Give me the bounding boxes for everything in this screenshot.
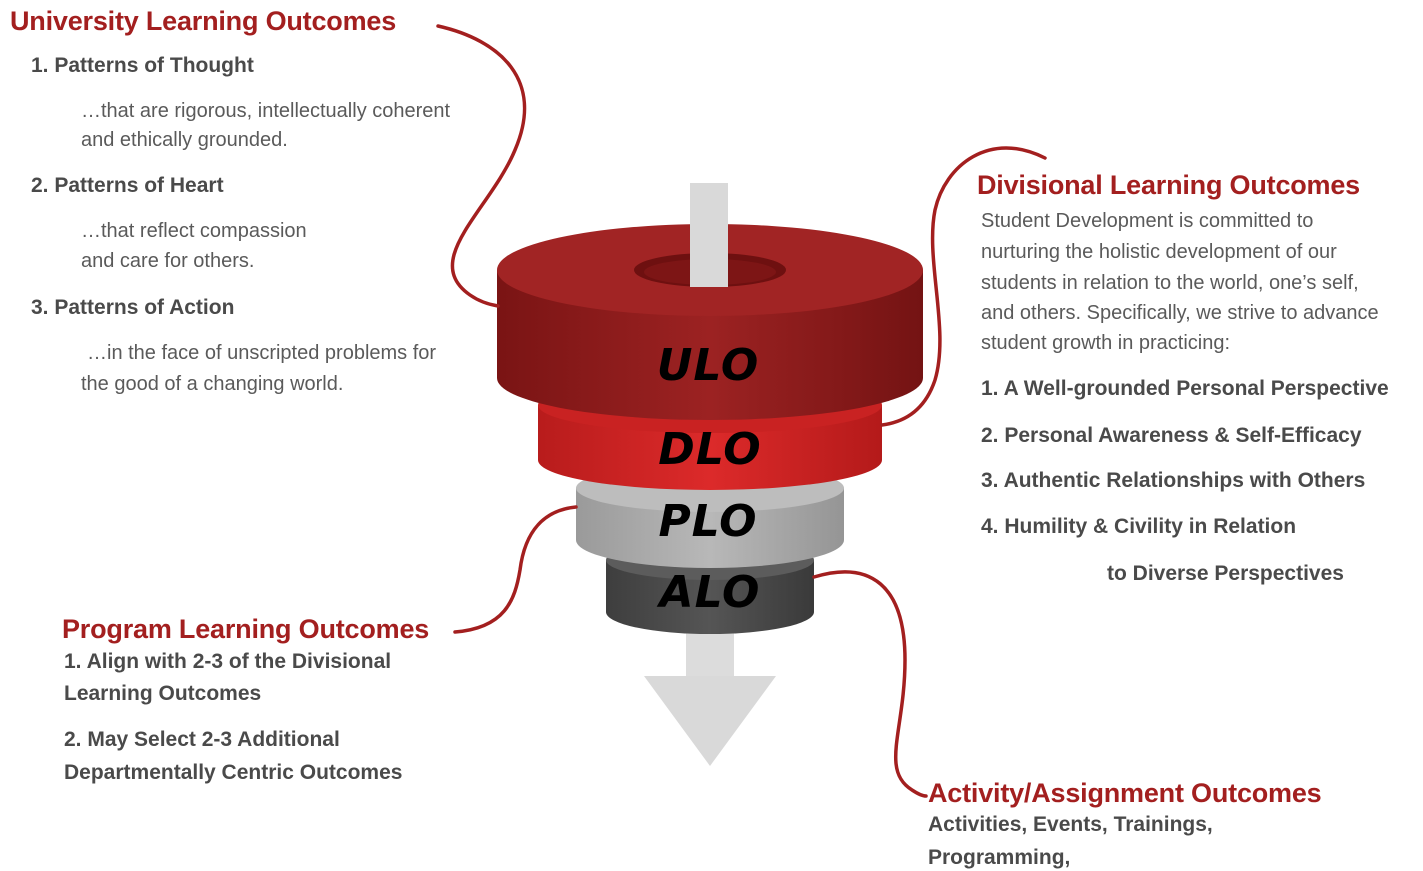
dlo-intro-line-3: students in relation to the world, one’s… (981, 272, 1359, 294)
input-bar (690, 183, 728, 287)
plo-item-2-line-1: 2. May Select 2-3 Additional (64, 728, 340, 751)
ulo-heading: University Learning Outcomes (10, 6, 397, 36)
connector-dlo (880, 146, 1047, 427)
dlo-item-3: 3. Authentic Relationships with Others (981, 469, 1366, 492)
funnel-label-alo: ALO (657, 567, 761, 618)
funnel-label-plo: PLO (658, 496, 757, 547)
alo-line-1: Activities, Events, Trainings, (928, 813, 1213, 836)
ulo-item-2-line-1: …that reflect compassion (81, 220, 307, 242)
connector-alo (812, 570, 928, 798)
ulo-item-3-title: 3. Patterns of Action (31, 296, 235, 319)
ulo-item-3-line-2: the good of a changing world. (81, 373, 344, 395)
alo-heading: Activity/Assignment Outcomes (928, 778, 1322, 808)
dlo-item-2: 2. Personal Awareness & Self-Efficacy (981, 424, 1362, 447)
ulo-item-1-line-2: and ethically grounded. (81, 129, 288, 151)
plo-item-1-line-2: Learning Outcomes (64, 682, 262, 705)
dlo-intro-line-2: nurturing the holistic development of ou… (981, 241, 1337, 263)
ulo-item-1-title: 1. Patterns of Thought (31, 54, 254, 77)
plo-item-2-line-2: Departmentally Centric Outcomes (64, 761, 403, 784)
plo-item-1-line-1: 1. Align with 2-3 of the Divisional (64, 650, 392, 673)
ulo-item-3-line-1: …in the face of unscripted problems for (87, 342, 437, 364)
dlo-intro-line-5: student growth in practicing: (981, 332, 1231, 354)
alo-line-2: Programming, (928, 846, 1071, 869)
ulo-item-2-title: 2. Patterns of Heart (31, 174, 224, 197)
plo-heading: Program Learning Outcomes (62, 614, 430, 644)
funnel-label-dlo: DLO (658, 424, 761, 475)
dlo-item-4: 4. Humility & Civility in Relation (981, 515, 1297, 538)
dlo-intro-line-1: Student Development is committed to (981, 210, 1314, 232)
funnel-label-ulo: ULO (657, 340, 760, 391)
dlo-intro-line-4: and others. Specifically, we strive to a… (981, 302, 1379, 324)
connector-ulo (436, 24, 527, 308)
dlo-item-1: 1. A Well-grounded Personal Perspective (981, 377, 1389, 400)
ulo-item-1-line-1: …that are rigorous, intellectually coher… (81, 100, 451, 122)
dlo-heading: Divisional Learning Outcomes (977, 170, 1360, 200)
dlo-item-4-continued: to Diverse Perspectives (1107, 562, 1344, 585)
connector-plo (453, 505, 578, 634)
ulo-item-2-line-2: and care for others. (81, 250, 255, 272)
